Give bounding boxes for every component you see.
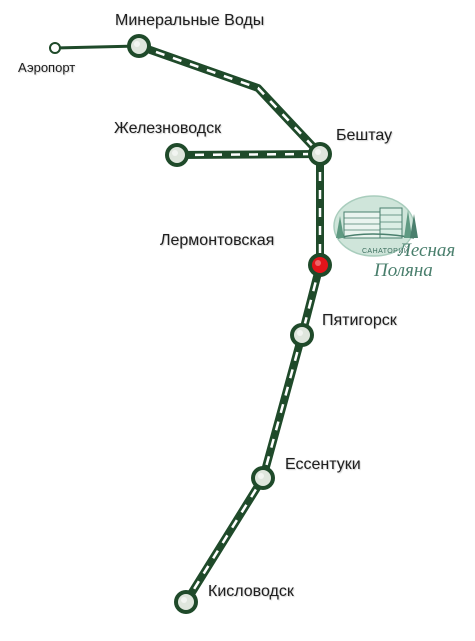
- track-airport: [54, 44, 140, 50]
- label-mineralnye-vody: Минеральные Воды: [115, 12, 265, 29]
- station-pyatigorsk: [290, 323, 314, 347]
- label-zheleznovodsk: Железноводск: [114, 120, 222, 137]
- track-zheleznovodsk-beshtau-dashes: [176, 152, 321, 157]
- sanatorium-logo: САНАТОРИЙ Лесная Поляна: [330, 194, 460, 286]
- track-mineralnye-beshtau-dashes: [138, 44, 321, 155]
- label-pyatigorsk: Пятигорск: [322, 312, 397, 329]
- logo-name-line1: Лесная: [398, 240, 456, 261]
- station-zheleznovodsk: [165, 143, 189, 167]
- label-lermontovskaya: Лермонтовская: [160, 232, 275, 249]
- sanatorium-building-icon: [333, 195, 418, 257]
- track-lermontovskaya-kislovodsk-dashes: [184, 264, 322, 603]
- station-essentuki: [251, 466, 275, 490]
- station-airport: [49, 42, 61, 54]
- label-essentuki: Ессентуки: [285, 456, 361, 473]
- track-lermontovskaya-kislovodsk: [182, 264, 324, 605]
- station-lermontovskaya: [308, 253, 332, 277]
- label-beshtau: Бештау: [336, 127, 393, 144]
- logo-name-line2: Поляна: [374, 260, 433, 281]
- label-airport: Аэропорт: [18, 60, 76, 75]
- logo-prefix: САНАТОРИЙ: [362, 248, 410, 255]
- station-beshtau: [308, 142, 332, 166]
- station-kislovodsk: [174, 590, 198, 614]
- label-kislovodsk: Кисловодск: [208, 583, 294, 600]
- station-mineralnye-vody: [127, 34, 151, 58]
